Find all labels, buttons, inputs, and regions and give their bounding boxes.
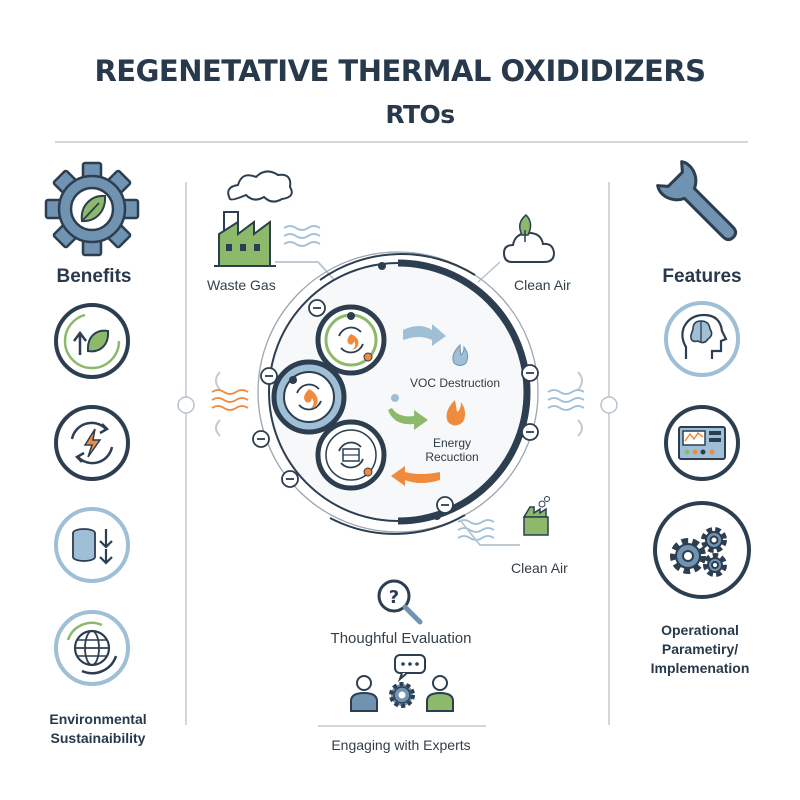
footer-line: Parametiry/ — [661, 641, 739, 657]
heat-recovery-bed-2 — [271, 359, 347, 435]
factory-icon — [214, 170, 293, 267]
heat-recovery-bed-1 — [315, 304, 387, 376]
wrench-icon — [656, 160, 738, 242]
flame-icon — [446, 343, 469, 426]
cloud-leaf-icon — [502, 213, 556, 263]
svg-text:?: ? — [389, 587, 399, 608]
gear-leaf-icon — [44, 161, 140, 257]
footer-line: Environmental — [49, 711, 147, 727]
energy-cycle-icon — [54, 405, 130, 481]
clean-air-bottom-waves — [457, 519, 520, 546]
energy-line: Energy — [432, 436, 472, 450]
globe-cycle-icon — [54, 610, 130, 686]
data-storage-icon — [54, 507, 130, 583]
inlet-waves — [211, 371, 249, 437]
flow-node — [252, 299, 539, 514]
waste-gas-label: Waste Gas — [207, 277, 276, 293]
footer-line: Implemenation — [650, 660, 750, 676]
experts-collaboration-icon — [350, 654, 454, 712]
growth-leaf-icon — [54, 303, 130, 379]
control-panel-icon — [664, 405, 740, 481]
flow-arrow — [388, 324, 446, 486]
environmental-sustainability-label: Environmental Sustainaibility — [49, 710, 146, 748]
brain-head-icon — [664, 301, 740, 377]
features-heading: Features — [662, 266, 742, 287]
gears-icon — [653, 501, 751, 599]
clean-air-bottom-label: Clean Air — [511, 560, 568, 576]
voc-destruction-label: VOC Destruction — [409, 376, 501, 390]
operational-implementation-label: Operational Parametiry/ Implemenation — [651, 621, 750, 678]
magnifier-question-icon: ? — [377, 579, 423, 625]
small-factory-icon — [522, 496, 550, 536]
page-title: REGENETATIVE THERMAL OXIDIDIZERS — [94, 54, 706, 88]
left-divider-node — [177, 396, 195, 414]
page-subtitle: RTOs — [385, 100, 455, 129]
clean-air-top-label: Clean Air — [514, 277, 571, 293]
heat-recovery-bed-3 — [315, 419, 387, 491]
energy-reduction-label: Energy Recuction — [425, 436, 478, 464]
benefits-heading: Benefits — [56, 266, 132, 287]
right-divider-node — [600, 396, 618, 414]
clean-air-top-connector — [477, 261, 501, 283]
flow-dot — [391, 394, 399, 402]
footer-line: Sustainaibility — [50, 730, 146, 746]
energy-line: Recuction — [425, 450, 479, 464]
waste-gas-waves — [275, 225, 339, 285]
outlet-waves — [547, 371, 585, 437]
experts-label: Engaging with Experts — [331, 737, 471, 753]
footer-line: Operational — [661, 622, 739, 638]
evaluation-label: Thoughful Evaluation — [330, 630, 472, 647]
